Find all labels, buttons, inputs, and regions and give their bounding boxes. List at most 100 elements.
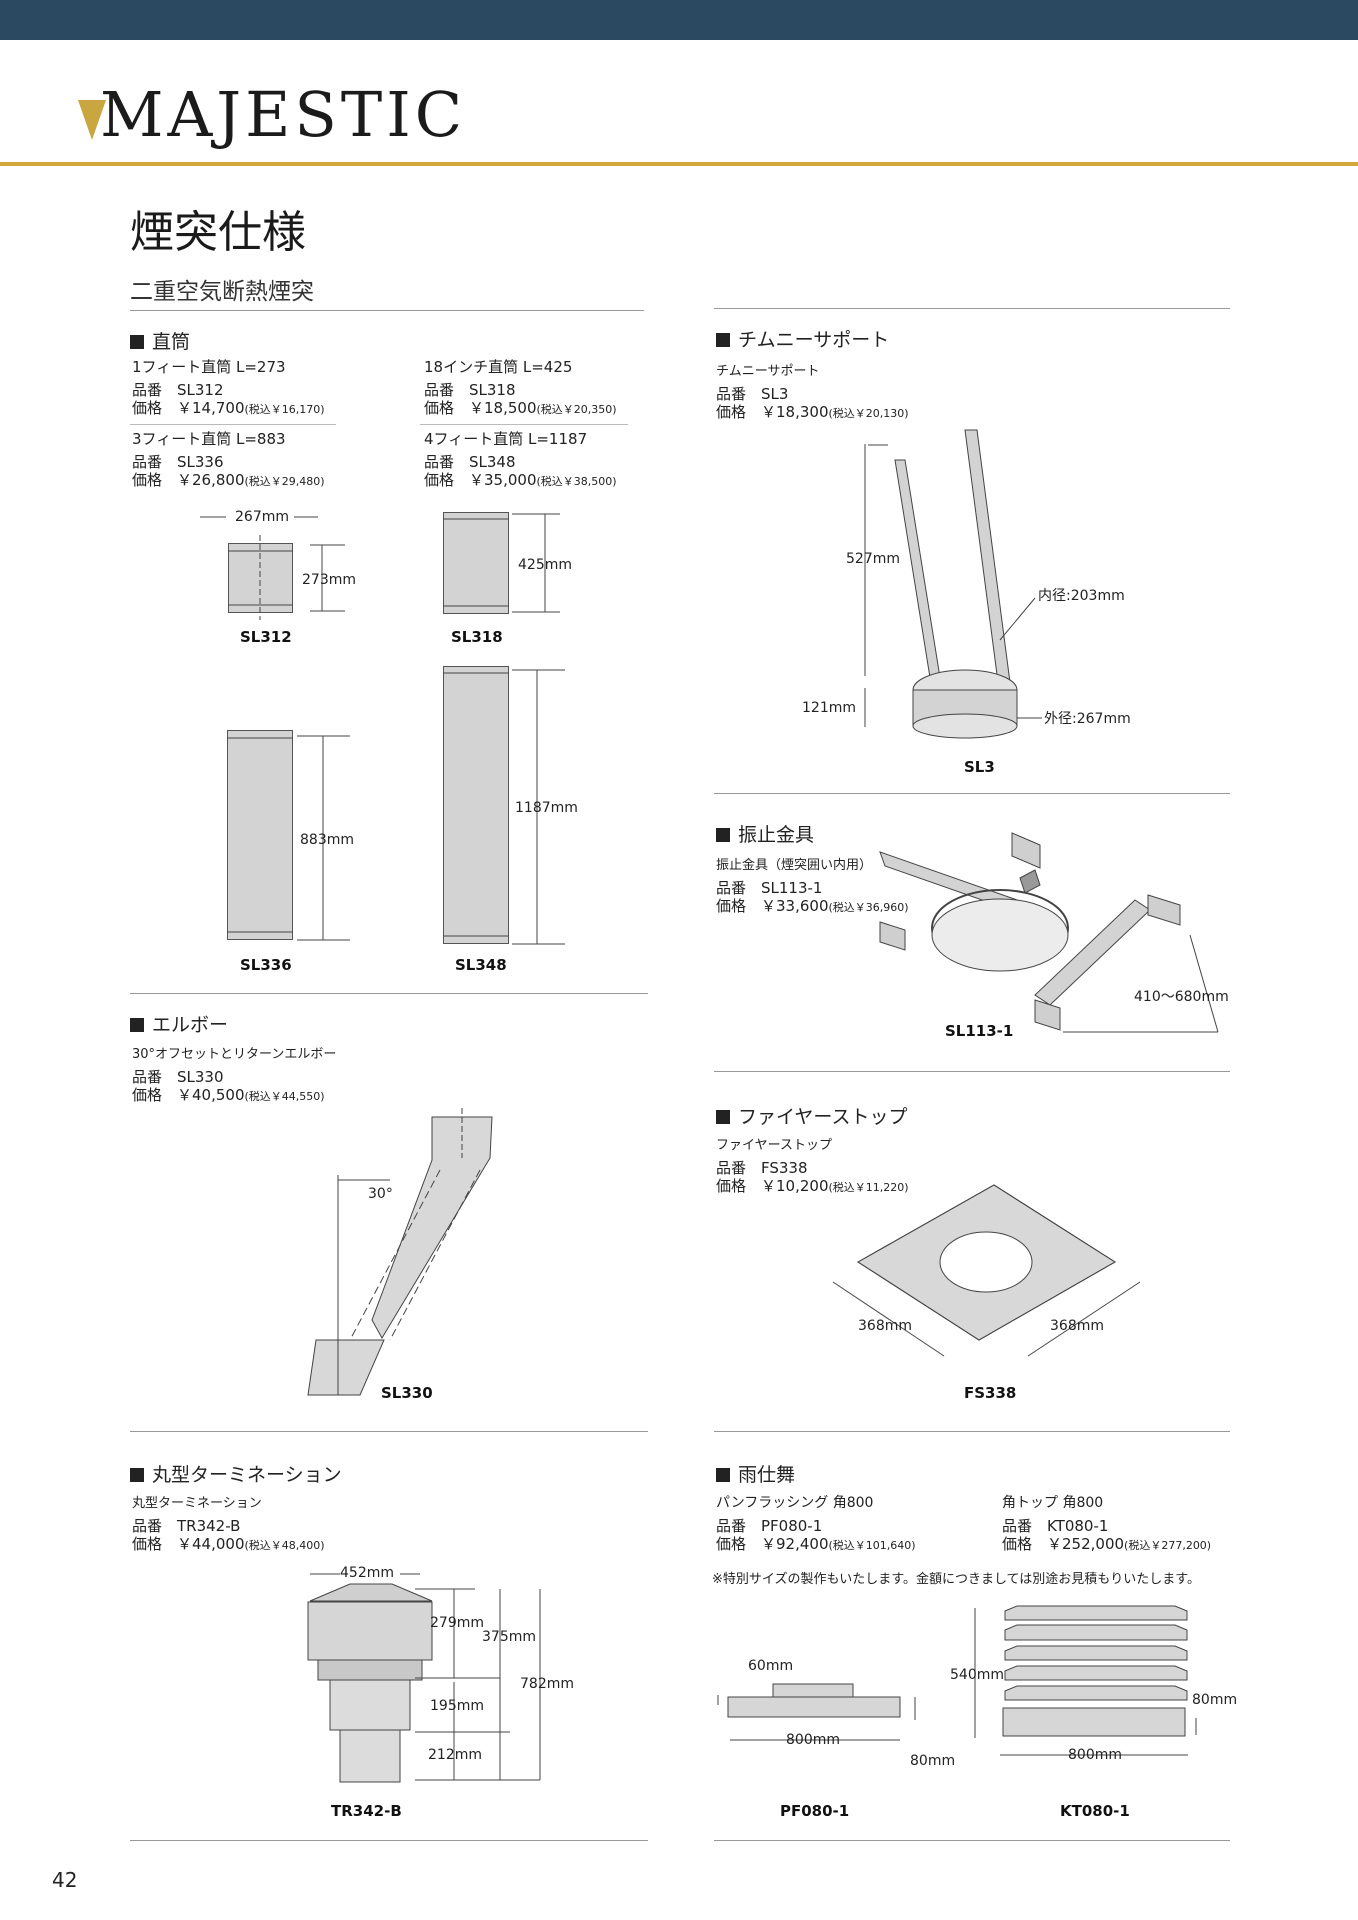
dim-label: 30°: [368, 1186, 393, 1202]
item-code: 品番 KT080-1: [1002, 1517, 1109, 1535]
price-value: 価格 ￥33,600: [716, 897, 829, 915]
item-price: 価格 ￥44,000(税込￥48,400): [132, 1535, 325, 1555]
logo-mark-icon: [78, 100, 106, 140]
section-rule: [714, 1840, 1230, 1841]
item-price: 価格 ￥10,200(税込￥11,220): [716, 1177, 909, 1197]
price-value: 価格 ￥252,000: [1002, 1535, 1125, 1553]
section-rule: [714, 1431, 1230, 1432]
item-price: 価格 ￥18,500(税込￥20,350): [424, 399, 617, 419]
item-price: 価格 ￥92,400(税込￥101,640): [716, 1535, 916, 1555]
tax-value: (税込￥101,640): [828, 1539, 916, 1552]
dim-label: 279mm: [430, 1615, 484, 1631]
dim-label: 368mm: [1050, 1318, 1104, 1334]
item-code: 品番 SL3: [716, 385, 789, 403]
item-name: 振止金具（煙突囲い内用）: [716, 858, 873, 873]
top-banner: [0, 0, 1358, 40]
product-label: SL3: [964, 758, 995, 776]
item-name: ファイヤーストップ: [716, 1138, 832, 1153]
item-price: 価格 ￥40,500(税込￥44,550): [132, 1086, 325, 1106]
product-label: SL348: [455, 956, 507, 974]
item-price: 価格 ￥35,000(税込￥38,500): [424, 471, 617, 491]
tax-value: (税込￥36,960): [828, 901, 909, 914]
pipe-sl336-drawing: [227, 730, 293, 940]
dim-label: 267mm: [235, 509, 289, 525]
section-heading-straight: 直筒: [130, 327, 190, 354]
dim-label: 60mm: [748, 1658, 794, 1674]
gold-divider: [0, 162, 1358, 166]
section-rule: [714, 1071, 1230, 1072]
item-price: 価格 ￥18,300(税込￥20,130): [716, 403, 909, 423]
item-name: 角トップ 角800: [1002, 1495, 1104, 1511]
tax-value: (税込￥38,500): [536, 475, 617, 488]
item-rule: [130, 424, 336, 425]
item-name: 1フィート直筒 L=273: [132, 358, 286, 376]
price-value: 価格 ￥14,700: [132, 399, 245, 417]
dim-label: 368mm: [858, 1318, 912, 1334]
item-code: 品番 SL318: [424, 381, 516, 399]
item-code: 品番 PF080-1: [716, 1517, 823, 1535]
pipe-sl348-drawing: [443, 666, 509, 944]
dim-label: 425mm: [518, 557, 572, 573]
dim-label: 410〜680mm: [1134, 989, 1229, 1005]
item-code: 品番 SL113-1: [716, 879, 823, 897]
price-value: 価格 ￥10,200: [716, 1177, 829, 1195]
dim-label: 1187mm: [515, 800, 578, 816]
section-rule: [714, 308, 1230, 309]
section-heading-rain: 雨仕舞: [716, 1460, 795, 1487]
price-value: 価格 ￥18,300: [716, 403, 829, 421]
pipe-sl318-drawing: [443, 512, 509, 614]
product-label: SL113-1: [945, 1022, 1014, 1040]
dim-label: 800mm: [786, 1732, 840, 1748]
brand-name: MAJESTIC: [100, 78, 467, 151]
page-number: 42: [52, 1868, 78, 1892]
product-label: SL330: [381, 1384, 433, 1402]
dim-label: 121mm: [802, 700, 856, 716]
item-name: 30°オフセットとリターンエルボー: [132, 1047, 337, 1062]
price-value: 価格 ￥35,000: [424, 471, 537, 489]
price-value: 価格 ￥26,800: [132, 471, 245, 489]
section-rule: [130, 1431, 648, 1432]
item-code: 品番 TR342-B: [132, 1517, 241, 1535]
item-code: 品番 SL348: [424, 453, 516, 471]
dim-label: 527mm: [846, 551, 900, 567]
tax-value: (税込￥44,550): [244, 1090, 325, 1103]
dim-label: 883mm: [300, 832, 354, 848]
dim-label: 195mm: [430, 1698, 484, 1714]
dim-label: 外径:267mm: [1044, 711, 1131, 727]
page-subtitle: 二重空気断熱煙突: [130, 279, 314, 305]
item-code: 品番 SL330: [132, 1068, 224, 1086]
product-label: KT080-1: [1060, 1802, 1130, 1820]
section-rule: [130, 993, 648, 994]
tax-value: (税込￥20,350): [536, 403, 617, 416]
item-name: 丸型ターミネーション: [132, 1496, 262, 1511]
item-code: 品番 SL312: [132, 381, 224, 399]
item-price: 価格 ￥252,000(税込￥277,200): [1002, 1535, 1211, 1555]
price-value: 価格 ￥40,500: [132, 1086, 245, 1104]
item-price: 価格 ￥14,700(税込￥16,170): [132, 399, 325, 419]
section-rule: [130, 1840, 648, 1841]
section-rule: [130, 310, 644, 311]
tax-value: (税込￥11,220): [828, 1181, 909, 1194]
special-size-note: ※特別サイズの製作もいたします。金額につきましては別途お見積もりいたします。: [712, 1572, 1200, 1587]
page-title: 煙突仕様: [130, 207, 306, 258]
price-value: 価格 ￥44,000: [132, 1535, 245, 1553]
dim-label: 内径:203mm: [1038, 588, 1125, 604]
dim-label: 80mm: [910, 1753, 956, 1769]
item-name: チムニーサポート: [716, 364, 820, 379]
item-code: 品番 SL336: [132, 453, 224, 471]
item-name: 3フィート直筒 L=883: [132, 430, 286, 448]
item-name: 4フィート直筒 L=1187: [424, 430, 588, 448]
product-label: SL336: [240, 956, 292, 974]
section-heading-support: チムニーサポート: [716, 325, 889, 352]
dim-label: 540mm: [950, 1667, 1004, 1683]
item-price: 価格 ￥26,800(税込￥29,480): [132, 471, 325, 491]
dim-label: 212mm: [428, 1747, 482, 1763]
section-heading-brace: 振止金具: [716, 820, 814, 847]
tax-value: (税込￥20,130): [828, 407, 909, 420]
product-label: PF080-1: [780, 1802, 850, 1820]
item-rule: [420, 424, 628, 425]
brand-logo: MAJESTIC: [78, 78, 466, 151]
section-heading-elbow: エルボー: [130, 1010, 228, 1037]
tax-value: (税込￥277,200): [1124, 1539, 1212, 1552]
